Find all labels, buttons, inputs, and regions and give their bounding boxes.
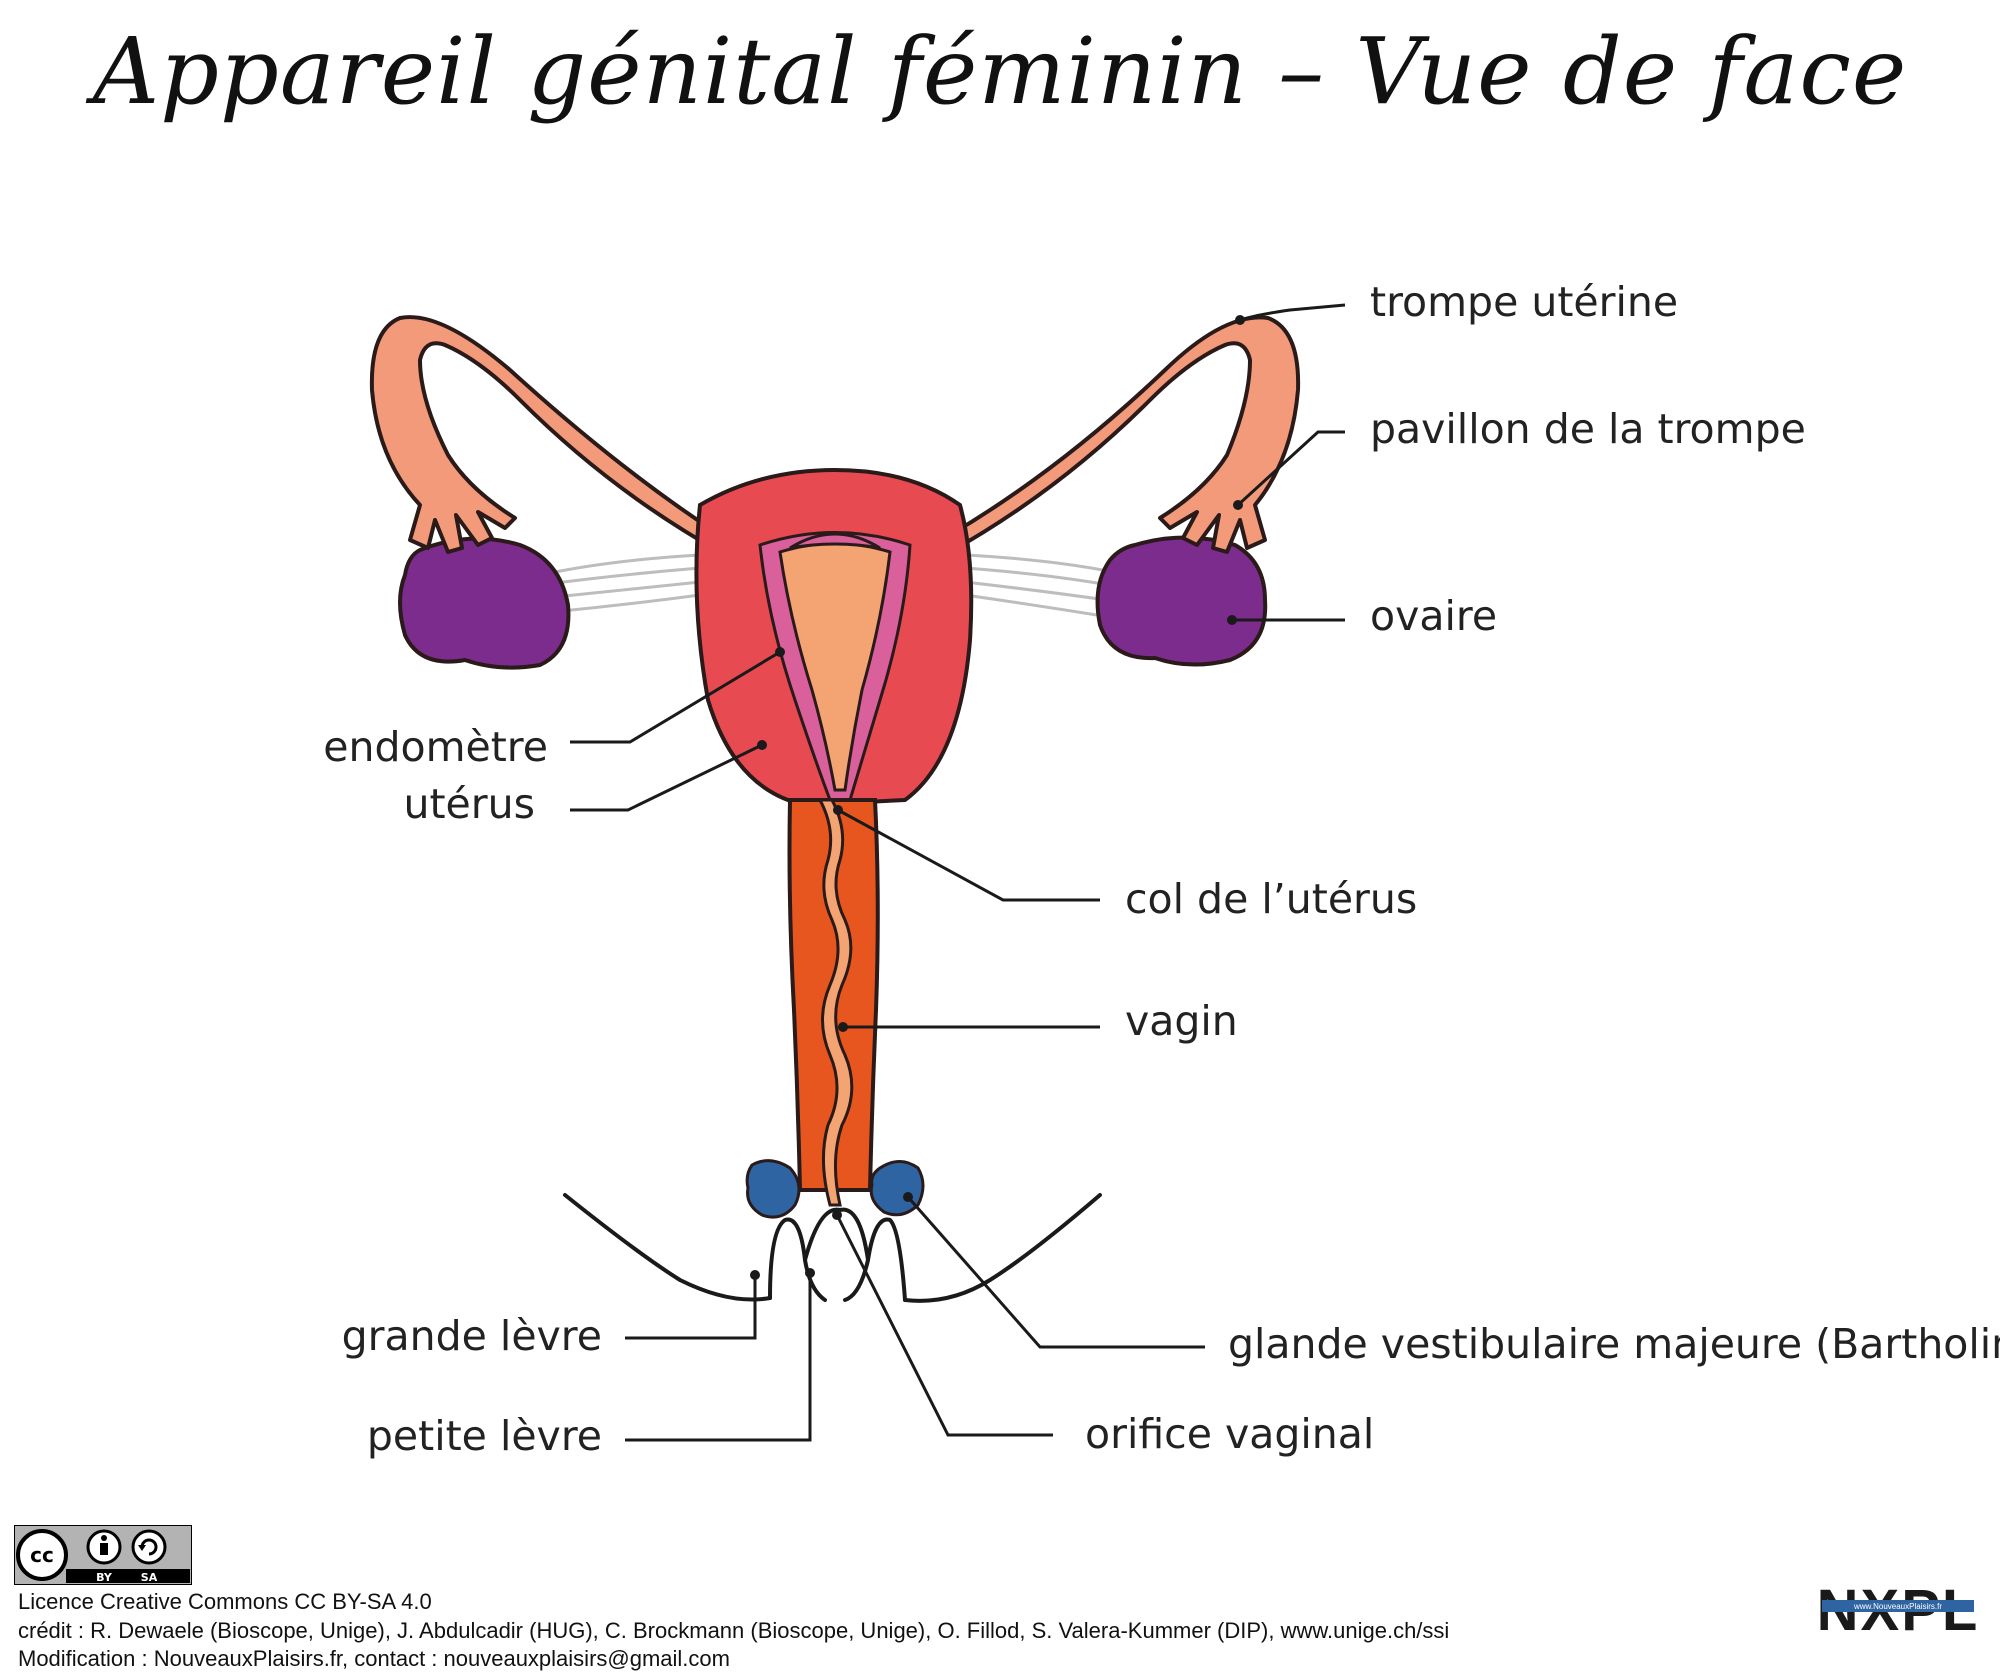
footer-credit: crédit : R. Dewaele (Bioscope, Unige), J… bbox=[18, 1618, 1450, 1643]
label-glande-vestibulaire: glande vestibulaire majeure (Bartholin) bbox=[1228, 1320, 2000, 1368]
vaginal-canal bbox=[817, 798, 854, 1207]
label-pavillon-de-la-trompe: pavillon de la trompe bbox=[1370, 405, 1806, 453]
vulva-outline bbox=[563, 1193, 1102, 1303]
label-endometre: endomètre bbox=[323, 723, 548, 771]
anchor-dots bbox=[750, 315, 1245, 1280]
footer-modification: Modification : NouveauxPlaisirs.fr, cont… bbox=[18, 1646, 730, 1671]
cc-sa-text: SA bbox=[141, 1571, 158, 1584]
cc-by-text: BY bbox=[96, 1571, 113, 1584]
footer-licence: Licence Creative Commons CC BY-SA 4.0 bbox=[18, 1589, 432, 1614]
nxpl-logo: NXPL www.NouveauxPlaisirs.fr bbox=[1817, 1582, 1978, 1638]
label-ovaire: ovaire bbox=[1370, 592, 1498, 640]
fallopian-tubes bbox=[369, 315, 1301, 554]
label-trompe-uterine: trompe utérine bbox=[1370, 278, 1679, 326]
page-title: Appareil génital féminin – Vue de face bbox=[92, 18, 1908, 125]
label-uterus: utérus bbox=[403, 780, 536, 828]
left-ovary bbox=[398, 536, 571, 670]
uterine-cavity bbox=[778, 542, 892, 792]
cc-by-sa-badge: cc BY SA bbox=[14, 1525, 192, 1585]
label-orifice-vaginal: orifice vaginal bbox=[1085, 1410, 1375, 1458]
label-petite-levre: petite lèvre bbox=[366, 1412, 602, 1460]
svg-text:cc: cc bbox=[30, 1543, 54, 1567]
label-grande-levre: grande lèvre bbox=[341, 1312, 602, 1360]
right-ovary bbox=[1095, 535, 1268, 667]
label-col-de-l-uterus: col de l’utérus bbox=[1125, 875, 1418, 923]
nxpl-logo-url: www.NouveauxPlaisirs.fr bbox=[1853, 1602, 1942, 1611]
fundus-opening bbox=[789, 532, 881, 550]
label-vagin: vagin bbox=[1125, 997, 1238, 1045]
